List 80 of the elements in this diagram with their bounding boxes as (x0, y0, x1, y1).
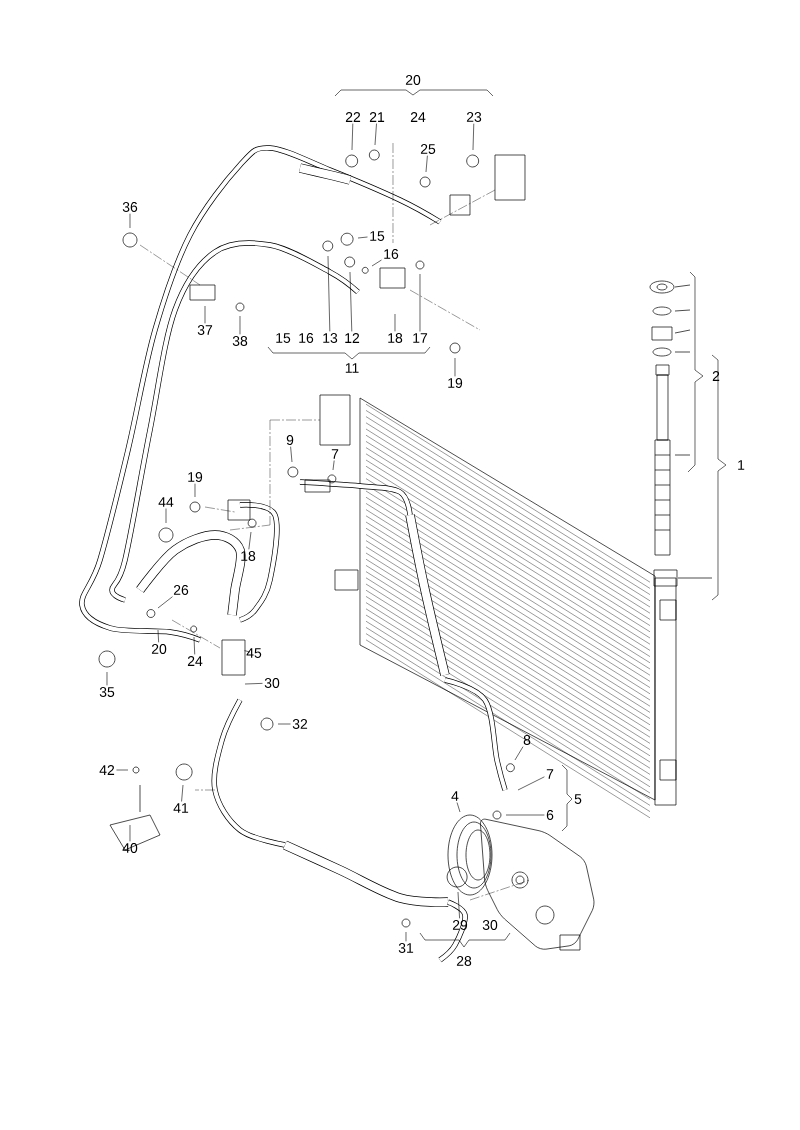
callout-number: 9 (286, 435, 294, 445)
leader-line (425, 155, 428, 173)
leader-line (371, 259, 382, 267)
leader-line (472, 123, 475, 151)
callout-number: 16 (384, 249, 399, 259)
leader-line (517, 776, 545, 791)
leader-line (116, 769, 129, 771)
callout-number: 32 (292, 719, 308, 729)
callout-number: 19 (188, 472, 203, 482)
callout-number: 5 (574, 794, 582, 804)
callout-number: 28 (456, 956, 472, 966)
callout-number: 25 (420, 144, 436, 154)
callout-number: 40 (122, 843, 138, 853)
callout-number: 26 (173, 585, 189, 595)
callout-number: 1 (738, 460, 745, 470)
leader-line (239, 315, 241, 335)
leader-line (181, 784, 184, 802)
leader-line (454, 357, 456, 377)
callout-number: 8 (523, 735, 531, 745)
callout-number: 22 (345, 112, 361, 122)
leader-line (456, 802, 461, 813)
leader-line (277, 723, 291, 725)
leader-line (332, 460, 335, 471)
leader-line (357, 236, 368, 239)
callout-number: 21 (369, 112, 385, 122)
callout-number: 7 (331, 449, 339, 459)
callout-number: 38 (232, 336, 248, 346)
leader-line (165, 508, 167, 524)
leader-line (457, 891, 460, 919)
callout-number: 30 (264, 678, 280, 688)
leader-line (327, 255, 331, 332)
callout-number: 35 (99, 687, 115, 697)
callout-number: 37 (197, 325, 213, 335)
leader-line (394, 313, 396, 332)
callout-number: 11 (345, 363, 359, 373)
leader-line (244, 650, 251, 653)
leader-line (106, 671, 108, 686)
callout-number: 17 (413, 333, 428, 343)
leader-line (514, 746, 524, 761)
callout-number: 24 (187, 656, 203, 666)
callout-number: 15 (370, 231, 385, 241)
leader-line (193, 636, 195, 655)
callout-number: 15 (276, 333, 291, 343)
callout-number: 36 (122, 202, 138, 212)
callout-number: 19 (448, 378, 463, 388)
callout-number: 31 (398, 943, 414, 953)
callout-number: 42 (99, 765, 115, 775)
callout-number: 6 (546, 810, 554, 820)
callout-number: 20 (405, 75, 421, 85)
callout-number: 16 (299, 333, 314, 343)
callout-number: 12 (345, 333, 360, 343)
leader-line (157, 629, 159, 643)
callout-number: 18 (241, 551, 256, 561)
leader-line (374, 123, 377, 146)
callout-number: 41 (173, 803, 189, 813)
callout-number: 7 (546, 769, 554, 779)
callout-number: 30 (482, 920, 498, 930)
leader-line (194, 483, 196, 498)
callout-number: 13 (323, 333, 338, 343)
leader-line (157, 596, 173, 609)
leader-line (351, 123, 354, 151)
leader-line (405, 931, 407, 942)
leader-line (349, 271, 353, 332)
leader-line (244, 683, 263, 685)
callout-number: 18 (388, 333, 403, 343)
leader-line (290, 446, 293, 463)
callout-number: 44 (158, 497, 174, 507)
leader-line (129, 213, 131, 229)
callout-number: 45 (246, 648, 262, 658)
leader-line (129, 824, 131, 842)
leader-line (248, 531, 252, 550)
leader-line (419, 273, 421, 332)
callout-number: 29 (452, 920, 468, 930)
callout-number: 24 (410, 112, 426, 122)
callout-number: 4 (451, 791, 459, 801)
callout-number: 2 (712, 371, 720, 381)
leader-line (204, 305, 206, 324)
callout-number: 23 (466, 112, 482, 122)
leader-line (505, 814, 545, 816)
callout-number: 20 (151, 644, 167, 654)
